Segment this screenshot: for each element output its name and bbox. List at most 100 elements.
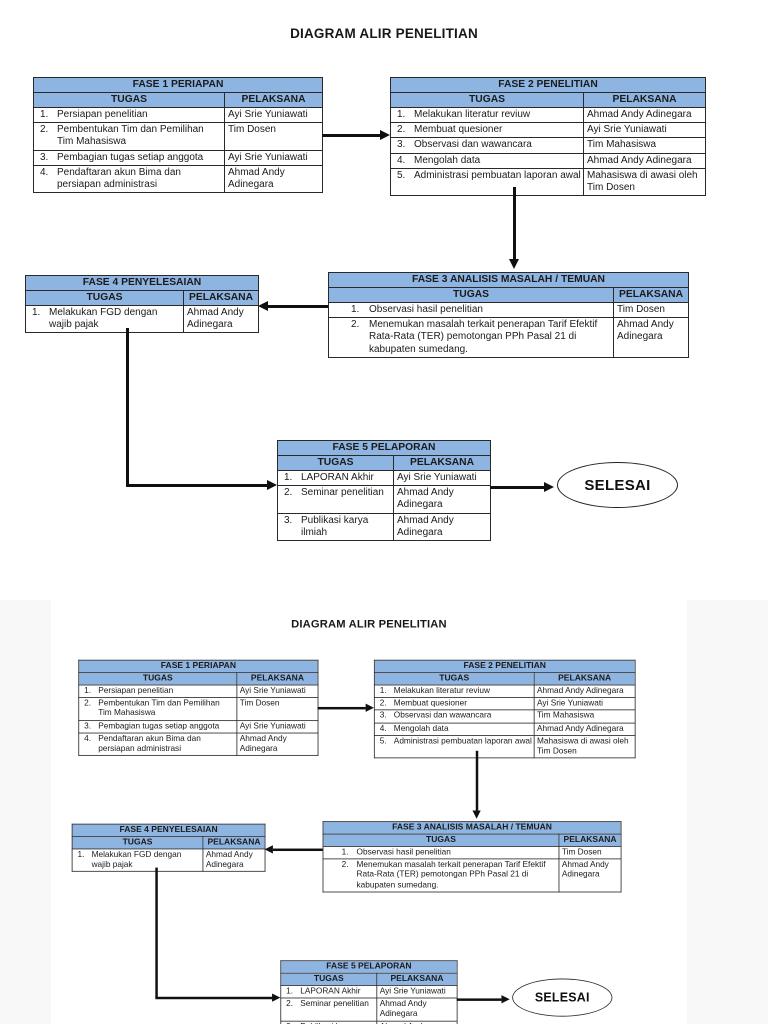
task-number: 3.	[379, 711, 387, 721]
pelaksana-column-header: PELAKSANA	[612, 287, 690, 303]
task-number: 3.	[282, 1022, 301, 1024]
table-row: 2.Menemukan masalah terkait penerapan Ta…	[328, 317, 690, 358]
executor-cell: Ayi Srie Yuniawati	[533, 697, 636, 711]
task-number: 5.	[397, 169, 406, 181]
task-cell: 2.Membuat quesioner	[390, 122, 584, 139]
task-number: 1.	[284, 472, 293, 483]
task-text: Menemukan masalah terkait penerapan Tari…	[356, 860, 546, 890]
fase4-phase-header: FASE 4 PENYELESAIAN	[24, 275, 260, 291]
task-text: Pendaftaran akun Bima dan persiapan admi…	[98, 734, 201, 754]
executor-cell: Tim Dosen	[223, 122, 324, 151]
task-number: 1.	[351, 304, 360, 315]
arrowhead-left-icon	[258, 300, 268, 311]
pelaksana-column-header: PELAKSANA	[202, 836, 266, 850]
table-row: 2.Pembentukan Tim dan Pemilihan Tim Maha…	[78, 697, 319, 721]
task-text: Seminar penelitian	[300, 999, 369, 1009]
task-cell: 1.Melakukan literatur reviuw	[373, 684, 535, 699]
table-row: 5.Administrasi pembuatan laporan awal Ma…	[390, 167, 706, 197]
table-row: 4.Mengolah data Ahmad Andy Adinegara	[390, 152, 706, 169]
table-row: 2. Menemukan masalah terkait penerapan Ta…	[322, 858, 622, 893]
task-cell: 3.Pembagian tugas setiap anggota	[33, 149, 225, 166]
arrow-fase4-to-fase5-horizontal	[154, 996, 273, 999]
task-cell: 2.Membuat quesioner	[373, 697, 535, 711]
executor-cell: Ahmad Andy Adinegara	[182, 304, 260, 334]
tugas-column-header: TUGAS	[328, 287, 614, 303]
fase5-phase-header: FASE 5 PELAPORAN	[277, 440, 491, 456]
executor-cell: Ahmad Andy Adinegara	[236, 732, 319, 756]
fase5-phase-header: FASE 5 PELAPORAN	[280, 960, 458, 974]
tugas-column-header: TUGAS	[277, 455, 394, 471]
pelaksana-column-header: PELAKSANA	[182, 290, 260, 306]
tugas-column-header: TUGAS	[280, 972, 378, 986]
arrow-fase4-to-fase5-horizontal	[125, 483, 268, 487]
fase5-table: FASE 5 PELAPORAN TUGAS PELAKSANA 1.LAPOR…	[280, 960, 458, 1024]
table-row: 3.Publikasi karya ilmiah Ahmad Andy Adin…	[277, 512, 491, 541]
table-row: 4.Mengolah data Ahmad Andy Adinegara	[373, 722, 636, 736]
tugas-column-header: TUGAS	[322, 833, 560, 847]
table-row: 3.Observasi dan wawancara Tim Mahasiswa	[373, 709, 636, 724]
arrow-fase3-to-fase4	[268, 304, 328, 308]
fase2-table: FASE 2 PENELITIAN TUGAS PELAKSANA 1.Mela…	[390, 77, 706, 197]
pelaksana-column-header: PELAKSANA	[236, 672, 319, 686]
diagram-title: DIAGRAM ALIR PENELITIAN	[290, 26, 478, 41]
task-cell: 4.Mengolah data	[390, 152, 584, 169]
table-row: 3.Pembagian tugas setiap anggota Ayi Sri…	[33, 149, 324, 166]
task-cell: 3.Pembagian tugas setiap anggota	[78, 719, 238, 734]
arrowhead-down-icon	[472, 810, 481, 819]
task-number: 3.	[84, 721, 92, 731]
executor-cell: Ahmad Andy Adinegara	[533, 722, 636, 736]
task-number: 1.	[84, 686, 92, 696]
table-row: 4.Pendaftaran akun Bima dan persiapan ad…	[78, 732, 319, 756]
table-row: 3.Observasi dan wawancara Tim Mahasiswa	[390, 137, 706, 154]
fase3-table: FASE 3 ANALISIS MASALAH / TEMUAN TUGAS P…	[322, 821, 622, 893]
executor-cell: Mahasiswa di awasi oleh Tim Dosen	[533, 734, 636, 759]
fase4-phase-header: FASE 4 PENYELESAIAN	[71, 823, 266, 837]
task-number: 2.	[84, 698, 92, 708]
task-number: 2.	[40, 124, 49, 136]
task-number: 2.	[341, 860, 349, 870]
executor-cell: Ayi Srie Yuniawati	[376, 985, 458, 999]
task-number: 3.	[40, 151, 49, 163]
task-number: 1.	[32, 307, 41, 318]
tugas-column-header: TUGAS	[78, 672, 238, 686]
pelaksana-column-header: PELAKSANA	[533, 672, 636, 686]
table-row: 1.Melakukan FGD dengan wajib pajak Ahmad…	[71, 848, 266, 873]
task-cell: 4.Mengolah data	[373, 722, 535, 736]
pelaksana-column-header: PELAKSANA	[393, 455, 491, 471]
task-cell: 5. Administrasi pembuatan laporan awal	[390, 167, 584, 197]
task-text: LAPORAN Akhir	[301, 472, 374, 483]
fase1-phase-header: FASE 1 PERIAPAN	[78, 659, 319, 674]
arrow-fase2-to-fase3	[475, 750, 478, 811]
arrowhead-right-icon	[267, 479, 277, 490]
task-number: 3.	[397, 139, 406, 151]
task-text: Administrasi pembuatan laporan awal	[414, 169, 581, 181]
task-number: 1.	[286, 986, 294, 996]
fase3-table: FASE 3 ANALISIS MASALAH / TEMUAN TUGAS P…	[327, 272, 690, 358]
task-text: LAPORAN Akhir	[300, 986, 361, 996]
arrowhead-right-icon	[380, 129, 390, 140]
task-cell: 3.Publikasi karya ilmiah	[277, 512, 394, 541]
task-cell: 2. Seminar penelitian	[280, 997, 378, 1022]
table-row: 2.Seminar penelitian Ahmad Andy Adinegar…	[277, 485, 491, 514]
executor-cell: Tim Dosen	[612, 301, 690, 319]
task-text: Membuat quesioner	[414, 124, 503, 136]
fase4-table: FASE 4 PENYELESAIAN TUGAS PELAKSANA 1.Me…	[71, 823, 266, 873]
research-flow-diagram: DIAGRAM ALIR PENELITIAN FASE 1 PERIAPAN …	[51, 596, 687, 1024]
fase3-phase-header: FASE 3 ANALISIS MASALAH / TEMUAN	[327, 272, 690, 288]
task-text: Melakukan literatur reviuw	[393, 686, 490, 696]
fase1-table: FASE 1 PERIAPAN TUGAS PELAKSANA 1.Persia…	[32, 77, 324, 194]
table-row: 1. Observasi hasil penelitian Tim Dosen	[328, 301, 690, 319]
executor-cell: Ahmad Andy Adinegara	[393, 512, 491, 541]
task-text: Mengolah data	[393, 723, 449, 734]
tugas-column-header: TUGAS	[390, 92, 584, 108]
task-text: Membuat quesioner	[393, 698, 467, 708]
task-text: Observasi hasil penelitian	[369, 304, 483, 315]
table-row: 1.Melakukan literatur reviuw Ahmad Andy …	[373, 684, 636, 699]
pelaksana-column-header: PELAKSANA	[583, 92, 706, 108]
task-text: Observasi dan wawancara	[414, 139, 532, 151]
table-row: 1. LAPORAN Akhir Ayi Srie Yuniawati	[280, 985, 458, 999]
task-cell: 3. Observasi dan wawancara	[390, 137, 584, 154]
pelaksana-column-header: PELAKSANA	[558, 833, 622, 847]
task-cell: 1.Persiapan penelitian	[33, 106, 225, 124]
task-number: 2.	[286, 999, 294, 1009]
